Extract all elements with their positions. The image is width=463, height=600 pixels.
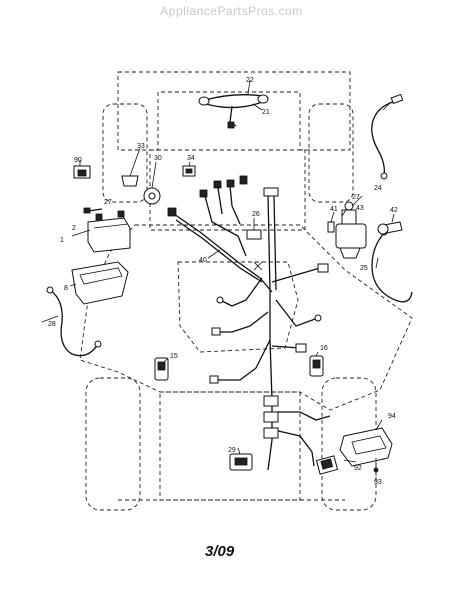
battery[interactable] — [87, 210, 131, 253]
callout-29: 29 — [228, 447, 236, 454]
module-26[interactable] — [246, 229, 262, 240]
pto-switch-assembly[interactable] — [315, 427, 393, 475]
relay-90[interactable] — [73, 165, 91, 179]
battery-bolt[interactable] — [83, 207, 103, 214]
callout-43: 43 — [356, 205, 364, 212]
seat-switch-15[interactable] — [154, 357, 169, 381]
site-watermark: AppliancePartsPros.com — [160, 4, 303, 18]
switch-16[interactable] — [309, 355, 324, 377]
headlight-harness[interactable] — [198, 94, 269, 129]
callout-34: 34 — [187, 155, 195, 162]
callout-26: 26 — [252, 211, 260, 218]
callout-16: 16 — [320, 345, 328, 352]
callout-25: 25 — [360, 265, 368, 272]
ground-cable[interactable] — [46, 286, 102, 357]
callout-27-ignition: 27 — [352, 194, 360, 201]
callout-93: 93 — [374, 479, 382, 486]
callout-33: 33 — [137, 143, 145, 150]
callout-24: 24 — [374, 185, 382, 192]
callout-1: 1 — [60, 237, 64, 244]
callout-labels: 22 21 90 33 30 34 24 27 41 43 42 27 2 1 … — [48, 77, 398, 486]
callout-27-battery: 27 — [104, 199, 112, 206]
callout-42: 42 — [390, 207, 398, 214]
callout-21: 21 — [262, 109, 270, 116]
switch-29[interactable] — [229, 453, 253, 471]
cable-25[interactable] — [371, 228, 413, 303]
callout-90: 90 — [74, 157, 82, 164]
callout-2: 2 — [72, 225, 76, 232]
fuse-block-34[interactable] — [182, 165, 196, 177]
switch-33[interactable] — [121, 175, 139, 187]
connector-42[interactable] — [377, 221, 403, 235]
solenoid-30[interactable] — [143, 187, 161, 205]
battery-tray[interactable] — [71, 261, 129, 305]
callout-28: 28 — [48, 321, 56, 328]
key-41[interactable] — [327, 221, 335, 233]
page-number: 3/09 — [205, 543, 235, 560]
headlight-pigtail[interactable] — [371, 93, 404, 180]
callout-8: 8 — [64, 285, 68, 292]
callout-92: 92 — [354, 465, 362, 472]
callout-30: 30 — [154, 155, 162, 162]
callout-22: 22 — [246, 77, 254, 84]
leader-lines — [41, 147, 395, 476]
main-harness[interactable] — [167, 175, 331, 471]
callout-94: 94 — [388, 413, 396, 420]
callout-40: 40 — [199, 257, 207, 264]
callout-15: 15 — [170, 353, 178, 360]
ignition-switch[interactable] — [335, 201, 367, 259]
callout-41: 41 — [330, 206, 338, 213]
